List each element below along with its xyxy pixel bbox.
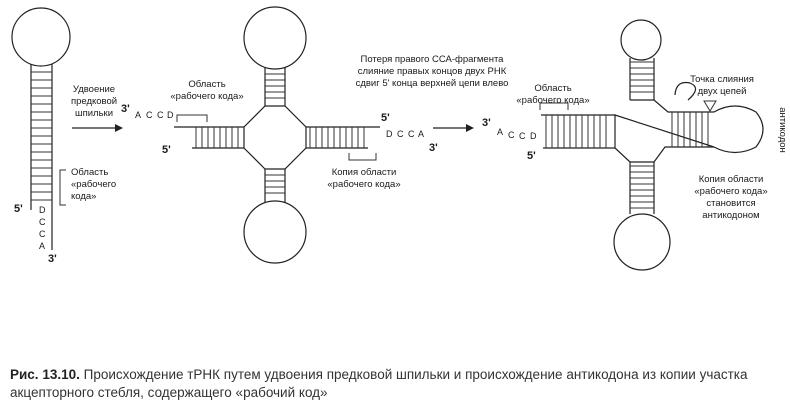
hairpin-base-pairs — [31, 71, 52, 201]
trna-structure — [539, 19, 764, 271]
anticodon-note-line4: антикодоном — [702, 210, 759, 221]
trna-three-prime: 3' — [482, 117, 491, 129]
hairpin-tail-nt-1: D — [39, 205, 46, 215]
left-tail-nt-1: A — [135, 110, 141, 120]
right-tail-nt-4: A — [418, 129, 424, 139]
trna-tail-nt-4: D — [530, 131, 537, 141]
hairpin-tail-nt-2: C — [39, 217, 46, 227]
trna-tail-nt-2: C — [508, 130, 515, 140]
work-region-bracket-3 — [539, 102, 569, 110]
cross-top-loop — [243, 6, 307, 70]
work-region-3-line2: «рабочего кода» — [516, 95, 589, 106]
cross-right-five-prime: 5' — [381, 112, 390, 124]
trna-tail-nt-1: A — [497, 127, 503, 137]
cross-center — [243, 105, 307, 170]
figure-caption: Рис. 13.10. Происхождение тРНК путем удв… — [10, 366, 782, 402]
trna-bottom-loop — [613, 213, 671, 271]
anticodon-note-line1: Копия области — [699, 174, 764, 185]
fusion-point-marker — [703, 100, 717, 112]
trna-base-pairs — [545, 61, 709, 209]
cross-right-three-prime: 3' — [429, 142, 438, 154]
trna-center — [614, 99, 715, 163]
cross-left-three-prime: 3' — [121, 103, 130, 115]
work-region-1-line2: «рабочего — [71, 179, 116, 190]
fusion-point-line2: двух цепей — [698, 86, 747, 97]
loss-note-line1: Потеря правого ССА-фрагмента — [361, 54, 505, 65]
hairpin-tail-nt-3: C — [39, 229, 46, 239]
work-region-1-line3: кода» — [71, 191, 96, 202]
cross-left-five-prime: 5' — [162, 144, 171, 156]
arrow-2 — [433, 124, 474, 132]
left-tail-nt-3: C — [157, 110, 164, 120]
trna-origin-diagram: Область «рабочего кода» 5' D C C A 3' Уд… — [11, 6, 788, 271]
loss-note-line3: сдвиг 5' конца верхней цепи влево — [356, 78, 509, 89]
work-region-2-line2: «рабочего кода» — [170, 91, 243, 102]
cross-structure — [174, 6, 380, 264]
right-tail-nt-2: C — [397, 129, 404, 139]
doubling-label-line3: шпильки — [75, 108, 113, 119]
hairpin-five-prime: 5' — [14, 203, 23, 215]
work-region-3-line1: Область — [534, 83, 571, 94]
figure-caption-text: Происхождение тРНК путем удвоения предко… — [10, 367, 748, 400]
hairpin-structure — [11, 7, 71, 250]
anticodon-loop — [713, 105, 764, 154]
hairpin-three-prime: 3' — [48, 253, 57, 265]
cross-bottom-loop — [243, 200, 307, 264]
copy-region-bracket — [348, 153, 377, 161]
copy-region-line1: Копия области — [332, 167, 397, 178]
hairpin-loop — [11, 7, 71, 67]
left-tail-nt-4: D — [167, 110, 174, 120]
trna-tail-nt-3: C — [519, 131, 526, 141]
doubling-label-line1: Удвоение — [73, 84, 115, 95]
work-region-bracket-1 — [59, 169, 66, 206]
anticodon-note-line3: становится — [706, 198, 755, 209]
trna-five-prime: 5' — [527, 150, 536, 162]
fusion-point-line1: Точка слияния — [690, 74, 754, 85]
anticodon-note-line2: «рабочего кода» — [694, 186, 767, 197]
right-tail-nt-1: D — [386, 129, 393, 139]
right-tail-nt-3: C — [408, 129, 415, 139]
anticodon-vertical-label: антикодон — [777, 107, 788, 153]
hairpin-tail-nt-4: A — [39, 241, 45, 251]
work-region-1-line1: Область — [71, 167, 108, 178]
work-region-bracket-2 — [176, 114, 208, 122]
loss-note-line2: слияние правых концов двух РНК — [358, 66, 507, 77]
copy-region-line2: «рабочего кода» — [327, 179, 400, 190]
left-tail-nt-2: C — [146, 110, 153, 120]
cross-base-pairs — [195, 73, 365, 194]
trna-side-loop — [674, 81, 697, 101]
work-region-2-line1: Область — [188, 79, 225, 90]
trna-top-loop — [620, 19, 662, 61]
figure-number: Рис. 13.10. — [10, 367, 80, 382]
arrow-1 — [72, 124, 123, 132]
doubling-label-line2: предковой — [71, 96, 117, 107]
